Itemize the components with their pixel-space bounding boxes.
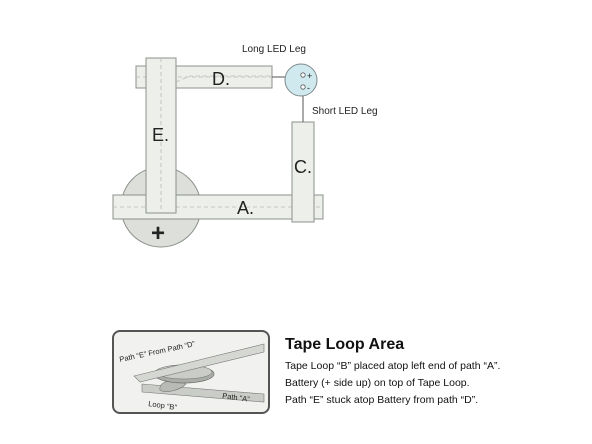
inset-label-loop-b: Loop “B” bbox=[148, 399, 178, 412]
inset-label-path-a: Path “A” bbox=[222, 391, 251, 404]
tape-loop-info: Tape Loop Area Tape Loop “B” placed atop… bbox=[285, 336, 585, 409]
inset-tape-loop-b bbox=[159, 380, 187, 392]
inset-label-path-e: Path “E” From Path “D” bbox=[119, 339, 197, 364]
led-long-leg-dot bbox=[300, 72, 306, 78]
circuit-diagram: A. C. D. E. + Long LED Leg Short LED Leg… bbox=[112, 44, 378, 248]
led-short-leg-dot bbox=[300, 84, 306, 90]
led-plus-sign: + bbox=[307, 71, 312, 81]
label-path-d: D. bbox=[212, 69, 230, 89]
led-minus-sign: - bbox=[307, 83, 310, 93]
info-title: Tape Loop Area bbox=[285, 336, 405, 353]
info-line-3: Path “E” stuck atop Battery from path “D… bbox=[285, 394, 479, 406]
led-body bbox=[284, 63, 318, 97]
label-path-e: E. bbox=[152, 125, 169, 145]
info-line-1: Tape Loop “B” placed atop left end of pa… bbox=[285, 360, 501, 372]
label-path-c: C. bbox=[294, 157, 312, 177]
label-short-led-leg: Short LED Leg bbox=[312, 106, 378, 117]
tape-loop-inset: Path “E” From Path “D” Path “A” Loop “B” bbox=[112, 330, 270, 414]
label-long-led-leg: Long LED Leg bbox=[242, 44, 306, 55]
label-battery-plus: + bbox=[151, 220, 165, 247]
label-path-a: A. bbox=[237, 198, 254, 218]
inset-path-e-strip bbox=[133, 343, 265, 383]
info-line-2: Battery (+ side up) on top of Tape Loop. bbox=[285, 377, 470, 389]
